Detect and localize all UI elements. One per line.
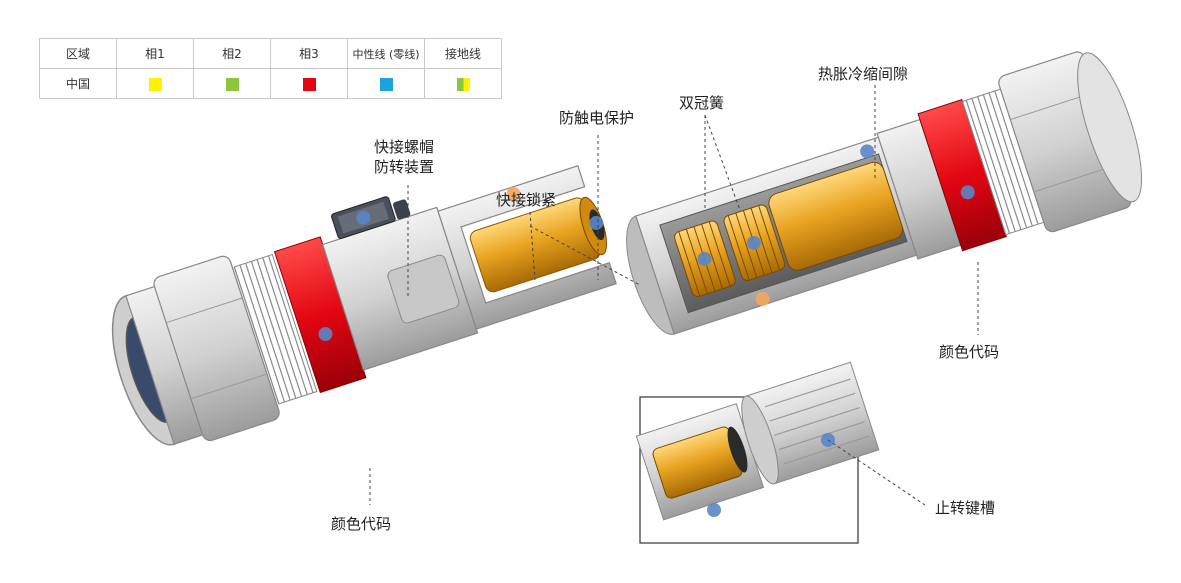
legend-header-neutral: 中性线 (零线) — [347, 38, 425, 69]
ground-swatch — [456, 77, 470, 91]
legend-row-china: 中国 — [39, 68, 502, 99]
label-thermal-gap: 热胀冷缩间隙 — [818, 65, 909, 83]
left-sleeve — [437, 165, 617, 330]
right-marker-colorband — [960, 185, 975, 200]
right-marker-spring2 — [746, 235, 761, 250]
label-anti-rotation-slot: 止转键槽 — [935, 499, 996, 517]
label-double-crown-spring: 双冠簧 — [679, 94, 725, 112]
leader-lines — [369, 85, 979, 506]
left-connector — [111, 165, 617, 446]
left-marker-nut — [356, 210, 371, 225]
legend-header-row: 区域 相1 相2 相3 中性线 (零线) 接地线 — [39, 38, 502, 69]
right-marker-spring1 — [697, 251, 712, 266]
inset-marker-pin — [707, 503, 721, 517]
phase1-swatch — [148, 77, 162, 91]
right-connector — [626, 51, 1143, 335]
legend-header-phase1: 相1 — [116, 38, 194, 69]
phase3-swatch — [302, 77, 316, 91]
phase2-swatch — [225, 77, 239, 91]
label-quick-lock: 快接锁紧 — [496, 191, 557, 209]
left-marker-colorband — [318, 327, 333, 342]
neutral-swatch — [379, 77, 393, 91]
label-quick-nut-line2: 防转装置 — [374, 158, 435, 176]
legend-header-region: 区域 — [39, 38, 117, 69]
label-quick-nut-line1: 快接螺帽 — [374, 138, 435, 156]
inset-detail — [635, 361, 880, 544]
legend-header-phase3: 相3 — [270, 38, 348, 69]
left-marker-lock — [506, 187, 521, 202]
legend-row-label: 中国 — [39, 68, 117, 99]
label-color-code-left: 颜色代码 — [331, 515, 392, 533]
label-touch-protection: 防触电保护 — [559, 109, 635, 127]
legend-header-ground: 接地线 — [424, 38, 502, 69]
right-marker-gap — [860, 144, 875, 159]
right-gold-contact — [768, 161, 904, 271]
color-legend-table: 区域 相1 相2 相3 中性线 (零线) 接地线 中国 — [39, 38, 502, 99]
label-color-code-right: 颜色代码 — [939, 343, 1000, 361]
legend-header-phase2: 相2 — [193, 38, 271, 69]
left-marker-pin — [589, 215, 604, 230]
label-quick-nut: 快接螺帽 防转装置 — [374, 137, 434, 177]
right-marker-touch — [755, 291, 770, 306]
